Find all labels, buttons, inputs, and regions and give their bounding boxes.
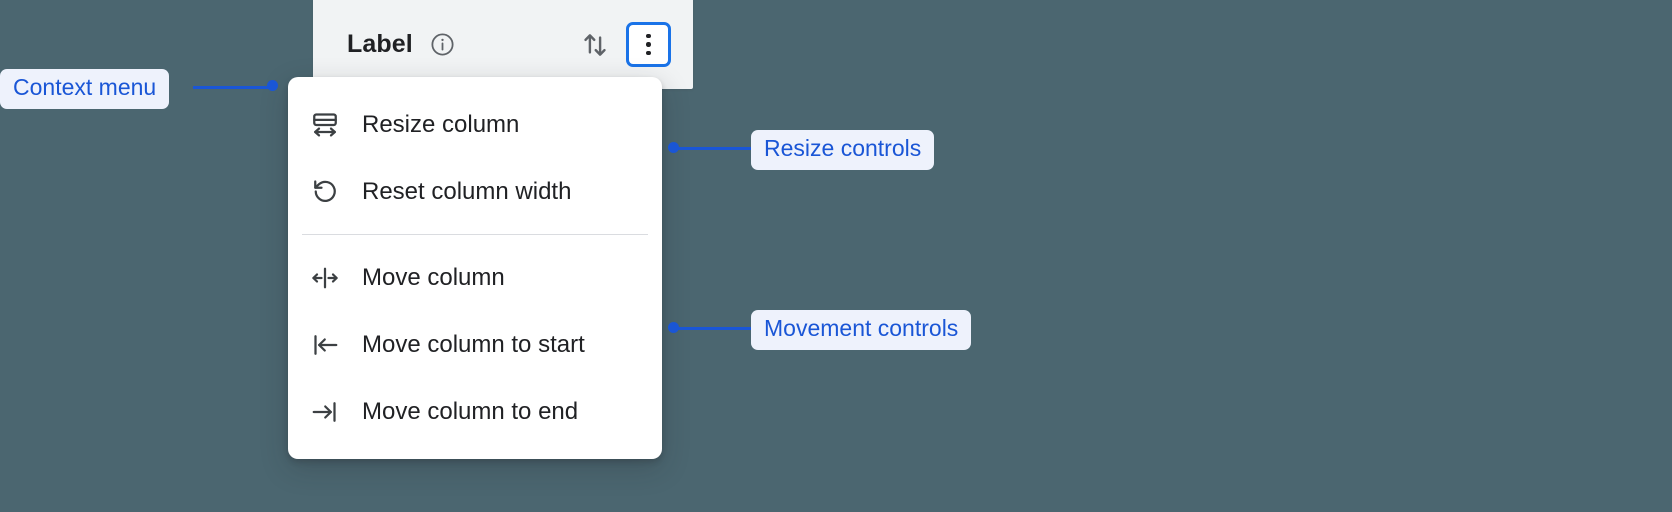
menu-item-label: Resize column: [362, 110, 520, 138]
info-circle-icon[interactable]: [429, 31, 456, 58]
column-header-title: Label: [347, 30, 413, 58]
menu-item-reset-column-width[interactable]: Reset column width: [288, 158, 662, 225]
annotation-anchor-dot: [267, 80, 278, 91]
sort-up-down-icon[interactable]: [578, 28, 612, 62]
menu-item-resize-column[interactable]: Resize column: [288, 91, 662, 158]
menu-item-move-column-to-end[interactable]: Move column to end: [288, 378, 662, 445]
annotation-leader-line: [193, 86, 271, 89]
move-column-to-start-icon: [310, 330, 340, 360]
annotation-leader-line: [673, 327, 757, 330]
menu-item-move-column-to-start[interactable]: Move column to start: [288, 311, 662, 378]
annotation-anchor-dot: [668, 142, 679, 153]
column-context-menu: Resize column Reset column width: [288, 77, 662, 459]
column-menu-button[interactable]: [626, 22, 671, 67]
annotation-resize-controls: Resize controls: [751, 130, 935, 170]
kebab-more-vertical-icon: [646, 33, 651, 56]
annotation-leader-line: [673, 147, 757, 150]
annotation-context-menu: Context menu: [0, 69, 170, 109]
menu-divider: [302, 234, 648, 235]
menu-item-move-column[interactable]: Move column: [288, 244, 662, 311]
move-column-icon: [310, 263, 340, 293]
menu-item-label: Move column to end: [362, 397, 579, 425]
menu-item-label: Move column: [362, 263, 505, 291]
move-column-to-end-icon: [310, 397, 340, 427]
resize-column-icon: [310, 110, 340, 140]
reset-width-undo-icon: [310, 177, 340, 207]
annotation-anchor-dot: [668, 322, 679, 333]
menu-item-label: Move column to start: [362, 330, 585, 358]
column-header: Label: [313, 0, 693, 89]
annotation-movement-controls: Movement controls: [751, 310, 972, 350]
menu-item-label: Reset column width: [362, 177, 572, 205]
